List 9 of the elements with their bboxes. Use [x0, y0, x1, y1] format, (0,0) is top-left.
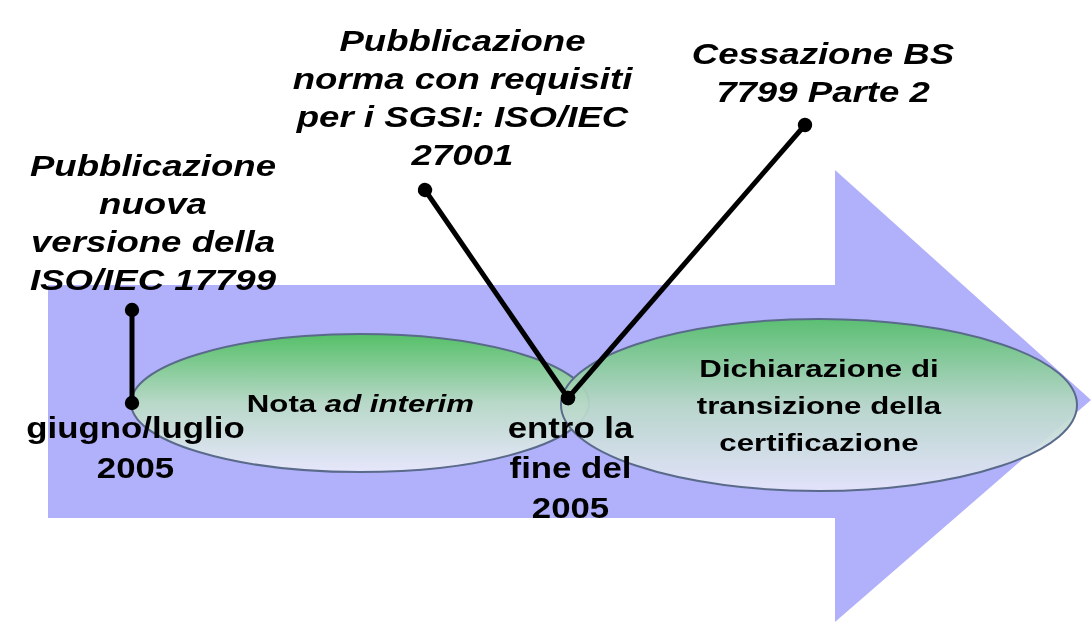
leader-line [124, 302, 140, 411]
leader-line [560, 117, 813, 406]
phase-label: Dichiarazione di transizione della certificazione [695, 353, 943, 458]
phase-label: Nota ad interim [246, 388, 474, 419]
milestone-text: Pubblicazione norma con requisiti per i SGSI: ISO/IEC 27001 [291, 23, 634, 173]
milestone-text: Pubblicazione nuova versione della ISO/IEC 17799 [28, 147, 278, 298]
milestone-text: Cessazione BS 7799 Parte 2 [690, 35, 955, 110]
date-label: giugno/luglio 2005 [24, 411, 246, 486]
date-label: entro la fine del 2005 [507, 411, 633, 526]
